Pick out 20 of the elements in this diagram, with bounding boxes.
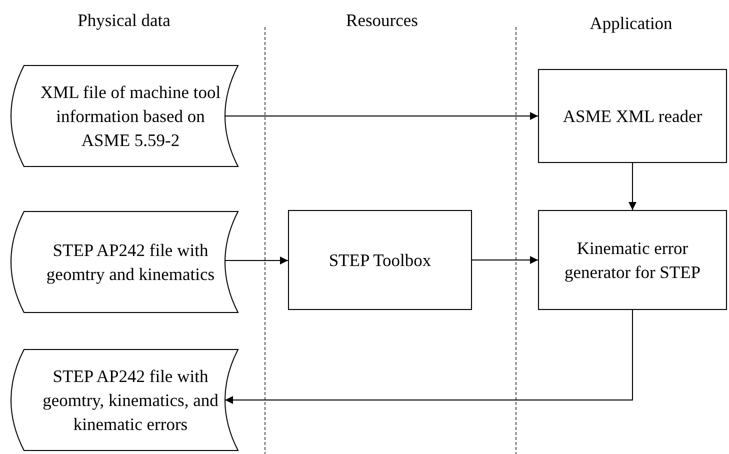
node-text: STEP AP242 file with geomtry, kinematics, and kinematic errors (42, 365, 220, 436)
node-text: STEP AP242 file with geomtry and kinematics (45, 239, 216, 286)
column-header: Application (590, 13, 672, 34)
process-box (538, 69, 727, 163)
node-text: STEP Toolbox (328, 249, 432, 272)
node-text: ASME XML reader (562, 105, 702, 128)
arrow (472, 256, 538, 264)
column-header: Physical data (78, 10, 170, 31)
arrow (224, 112, 538, 120)
column-header: Resources (346, 10, 418, 31)
arrow (224, 310, 633, 404)
stored-data-shape (11, 211, 238, 313)
arrow (224, 256, 288, 264)
stored-data-shape (11, 349, 238, 451)
stored-data-shape (11, 65, 238, 167)
node-text: XML file of machine tool information based on ASME 5.59-2 (39, 81, 222, 152)
node-text: Kinematic error generator for STEP (563, 237, 702, 284)
process-box (538, 210, 727, 310)
arrow (628, 162, 636, 210)
process-box (288, 210, 472, 310)
